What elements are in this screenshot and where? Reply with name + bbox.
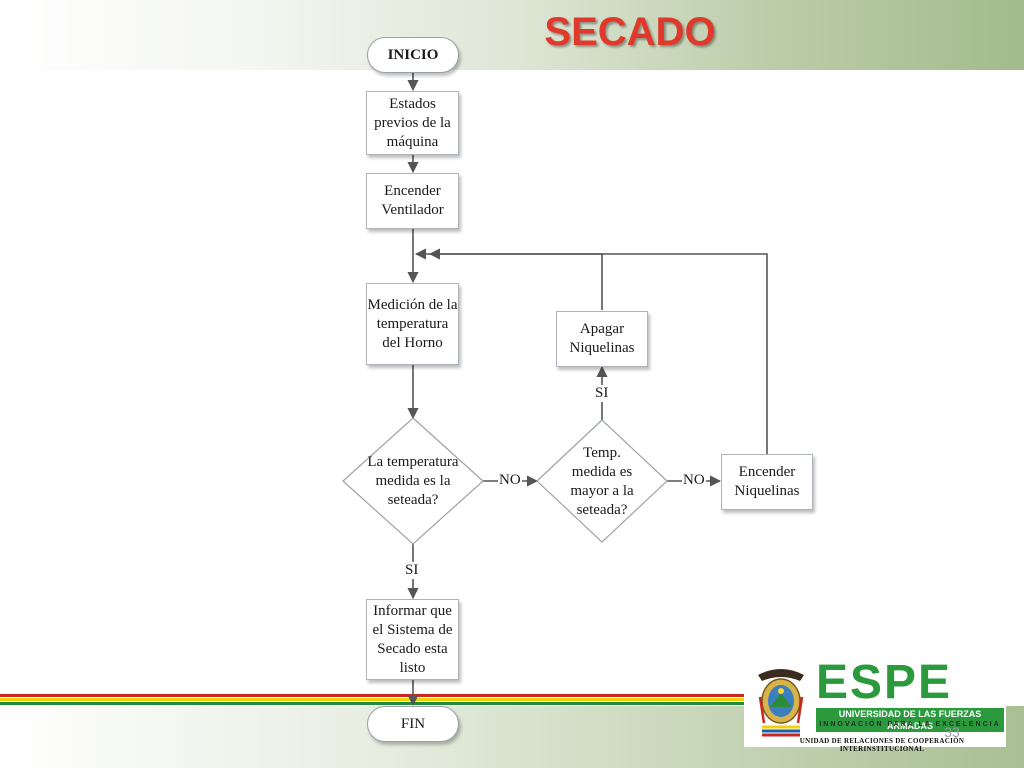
footer-stripe-green <box>0 702 745 705</box>
footer-stripe-yellow <box>0 698 745 701</box>
start-terminator: INICIO <box>367 37 459 73</box>
branch-label-d1-si: SI <box>404 562 420 579</box>
step-informar-listo: Informar que el Sistema de Secado esta l… <box>366 599 459 680</box>
decision-2-shape <box>536 419 668 543</box>
logo-subtitle: UNIVERSIDAD DE LAS FUERZAS ARMADAS <box>816 708 1004 732</box>
step-encender-ventilador-label: Encender Ventilador <box>381 183 444 218</box>
step-encender-niquelinas-label: Encender Niquelinas <box>734 464 800 499</box>
loop-encender-return <box>428 248 768 454</box>
espe-logo: ESPE UNIVERSIDAD DE LAS FUERZAS ARMADAS … <box>744 656 1006 753</box>
start-label: INICIO <box>387 46 439 63</box>
coat-of-arms-icon <box>758 669 804 737</box>
end-terminator: FIN <box>367 706 459 742</box>
step-apagar-niquelinas-label: Apagar Niquelinas <box>569 321 635 356</box>
end-label: FIN <box>400 715 426 732</box>
step-estados-previos-label: Estados previos de la máquina <box>374 95 451 150</box>
step-medicion-temperatura-label: Medición de la temperatura del Horno <box>367 296 458 351</box>
branch-label-d2-si: SI <box>594 385 610 402</box>
decision-2-label: Temp. medida es mayor a la seteada? <box>570 445 634 518</box>
step-encender-ventilador: Encender Ventilador <box>366 173 459 229</box>
decision-1-shape <box>342 417 484 545</box>
step-informar-listo-label: Informar que el Sistema de Secado esta l… <box>372 602 453 676</box>
logo-wordmark: ESPE <box>816 656 953 709</box>
footer-stripe-red <box>0 694 745 697</box>
header-band <box>0 0 1024 70</box>
step-medicion-temperatura: Medición de la temperatura del Horno <box>366 283 459 365</box>
step-apagar-niquelinas: Apagar Niquelinas <box>556 311 648 367</box>
step-encender-niquelinas: Encender Niquelinas <box>721 454 813 510</box>
page-number: 33 <box>944 724 960 740</box>
branch-label-d2-no: NO <box>682 472 706 489</box>
slide-title: SECADO <box>544 10 716 54</box>
decision-1-label: La temperatura medida es la seteada? <box>367 454 459 508</box>
logo-unit: UNIDAD DE RELACIONES DE COOPERACIÓN INTE… <box>799 737 965 753</box>
step-estados-previos: Estados previos de la máquina <box>366 91 459 155</box>
logo-tagline: INNOVACIÓN PARA LA EXCELENCIA <box>819 721 1001 728</box>
branch-label-d1-no: NO <box>498 472 522 489</box>
